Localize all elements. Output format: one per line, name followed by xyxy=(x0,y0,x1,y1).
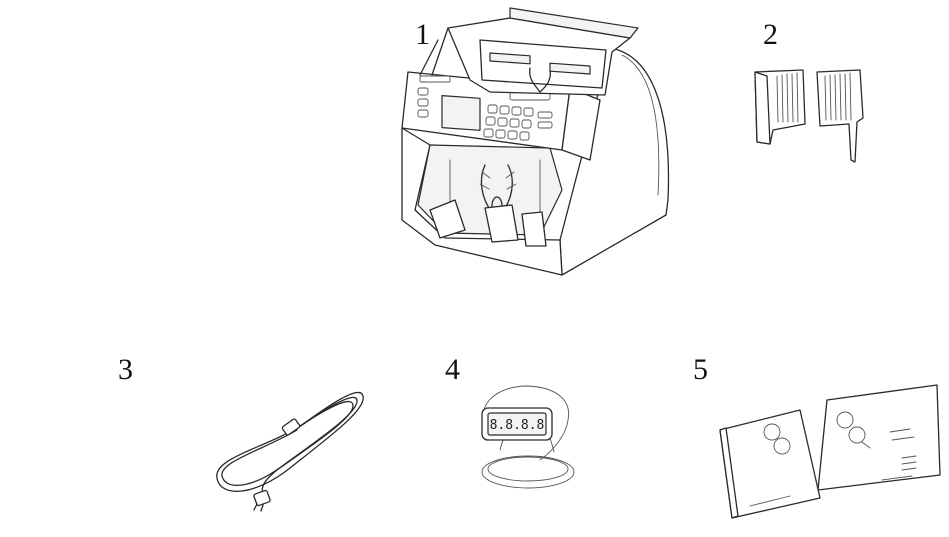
manual-back xyxy=(818,385,940,490)
note-guide-left xyxy=(755,70,805,144)
item-3-number: 3 xyxy=(118,353,133,386)
item-1-number: 1 xyxy=(415,18,430,51)
note-guide-right xyxy=(817,70,863,162)
user-manuals xyxy=(712,380,942,525)
external-display: 8.8.8.8 xyxy=(468,380,588,498)
note-guide-accessories xyxy=(745,62,870,167)
item-2-number: 2 xyxy=(763,18,778,51)
item-4-number: 4 xyxy=(445,353,460,386)
display-readout: 8.8.8.8 xyxy=(490,418,545,433)
money-counter-machine xyxy=(390,0,680,285)
item-5-number: 5 xyxy=(693,353,708,386)
power-cord xyxy=(205,378,375,513)
manual-front xyxy=(720,410,820,518)
